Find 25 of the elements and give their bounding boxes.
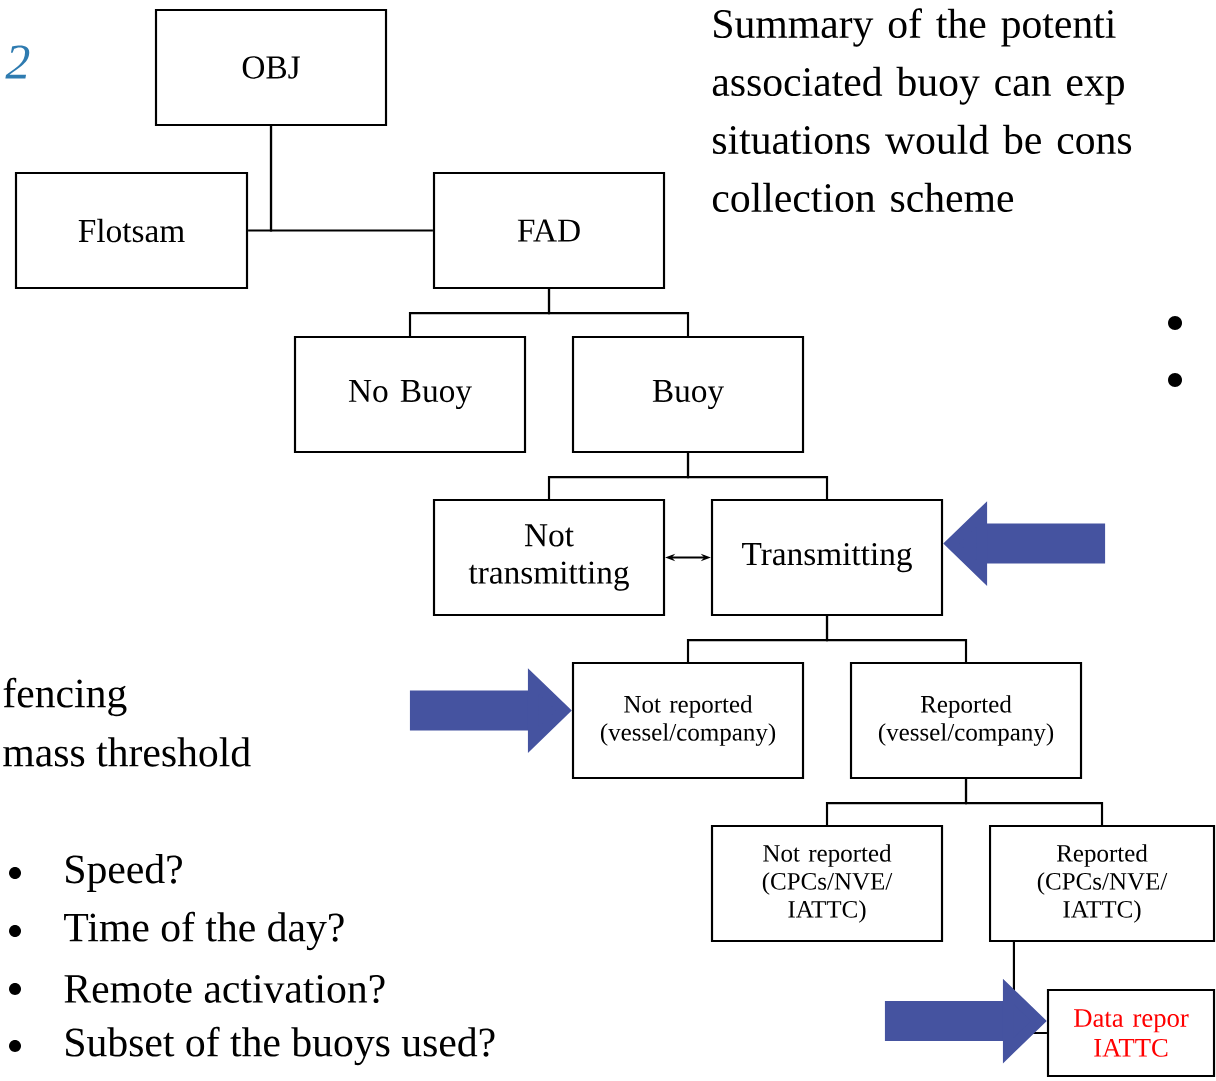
process-box: Data repor IATTC: [1046, 988, 1216, 1078]
bullet-text: Subset of the buoys used?: [66, 1026, 495, 1066]
process-box: Buoy: [571, 335, 805, 454]
connector-line: [547, 289, 690, 336]
slide-number: 2: [5, 45, 30, 79]
connector-line: [964, 779, 1104, 825]
text-line: mass threshold: [3, 737, 251, 767]
process-box: Not transmitting: [432, 498, 666, 617]
title: Summary of the potenti associated buoy can exp situations would be cons collection scheme: [712, 8, 1132, 213]
process-box: Flotsam: [14, 171, 249, 290]
text-line: fencing: [3, 677, 127, 717]
bullet-text: Remote activation?: [64, 974, 385, 1004]
process-box: Reported (CPCs/NVE/ IATTC): [988, 824, 1216, 943]
bullet-text: Time of the day?: [64, 911, 344, 951]
process-box: OBJ: [154, 8, 388, 127]
bullet-text: Speed?: [66, 854, 182, 892]
connector-line: [686, 453, 829, 499]
connector-line: [825, 616, 968, 662]
process-box: Not reported (CPCs/NVE/ IATTC): [710, 824, 944, 943]
process-box: No Buoy: [293, 335, 527, 454]
process-box: FAD: [432, 171, 666, 290]
process-box: Reported (vessel/company): [849, 661, 1083, 780]
connector-line: [269, 126, 433, 232]
process-box: Not reported (vessel/company): [571, 661, 805, 780]
process-box: Transmitting: [710, 498, 944, 617]
